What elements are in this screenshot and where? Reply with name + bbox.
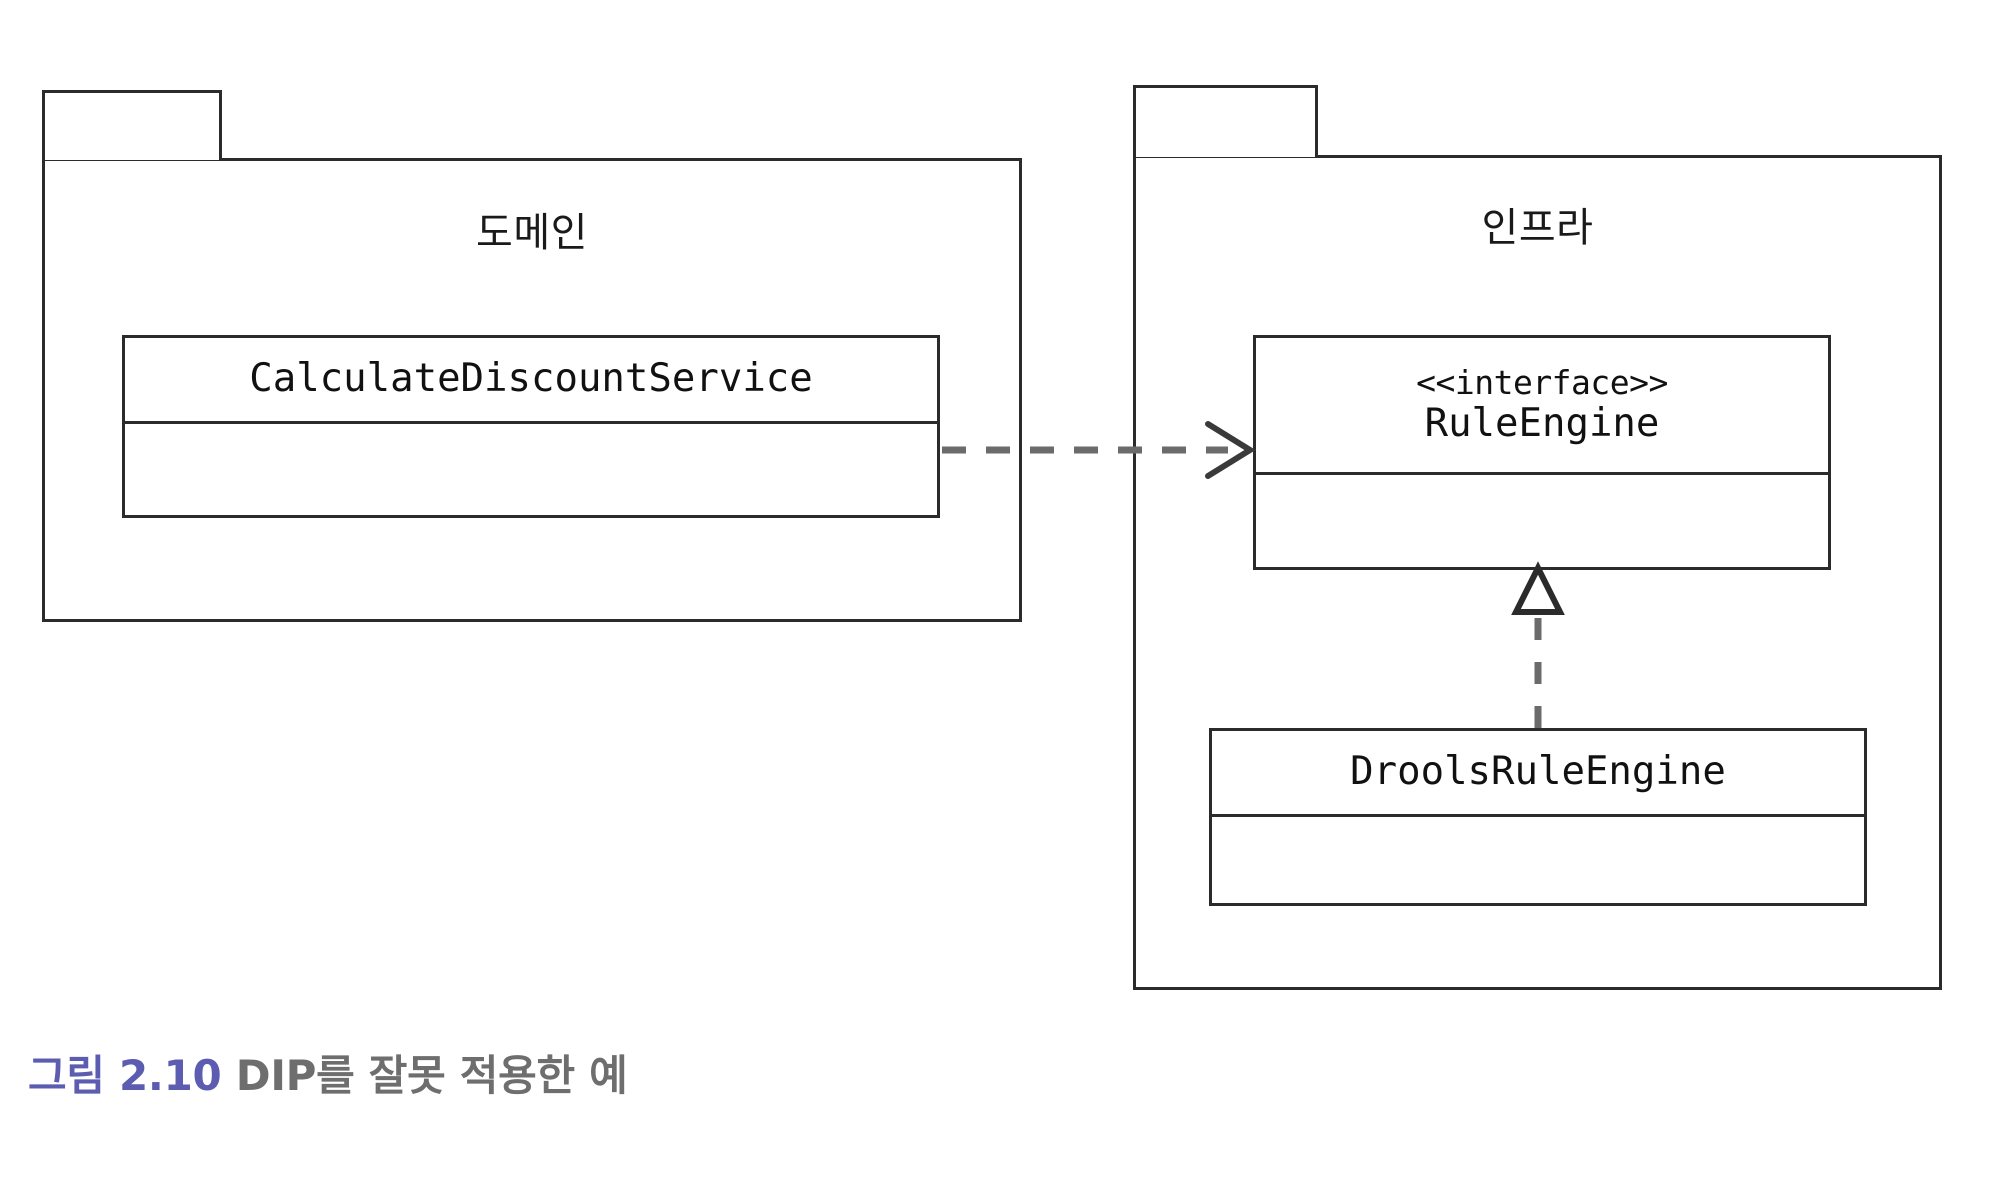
package-title-infra: 인프라 xyxy=(1481,205,1594,251)
package-tab-domain xyxy=(42,90,222,160)
class-compartment-calculate-discount-service xyxy=(125,424,937,515)
class-box-calculate-discount-service[interactable]: CalculateDiscountService xyxy=(122,335,940,518)
figure-number: 그림 2.10 xyxy=(28,1051,222,1100)
class-name-rule-engine: RuleEngine xyxy=(1424,400,1660,446)
class-header-rule-engine: <<interface>> RuleEngine xyxy=(1256,338,1828,475)
class-compartment-drools-rule-engine xyxy=(1212,817,1864,903)
class-header-drools-rule-engine: DroolsRuleEngine xyxy=(1212,731,1864,817)
figure-caption-text: DIP를 잘못 적용한 예 xyxy=(235,1051,628,1100)
package-title-domain: 도메인 xyxy=(476,210,588,256)
class-header-calculate-discount-service: CalculateDiscountService xyxy=(125,338,937,424)
class-box-rule-engine[interactable]: <<interface>> RuleEngine xyxy=(1253,335,1831,570)
class-name-calculate-discount-service: CalculateDiscountService xyxy=(249,356,813,402)
class-name-drools-rule-engine: DroolsRuleEngine xyxy=(1350,749,1726,795)
class-box-drools-rule-engine[interactable]: DroolsRuleEngine xyxy=(1209,728,1867,906)
figure-caption: 그림 2.10 DIP를 잘못 적용한 예 xyxy=(28,1042,628,1103)
class-compartment-rule-engine xyxy=(1256,475,1828,567)
class-stereotype-rule-engine: <<interface>> xyxy=(1416,362,1668,402)
package-tab-infra xyxy=(1133,85,1318,157)
